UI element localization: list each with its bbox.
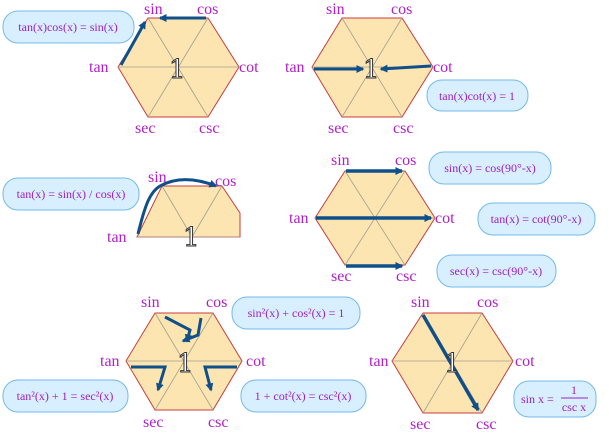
arrow-cos-sin-square xyxy=(181,317,203,343)
label-sec: sec xyxy=(331,268,351,285)
center-one: 1 xyxy=(363,55,380,85)
label-sin: sin xyxy=(411,294,430,311)
label-cos: cos xyxy=(477,294,498,311)
label-cos: cos xyxy=(395,152,416,169)
label-cot: cot xyxy=(246,353,266,370)
label-cot: cot xyxy=(239,59,259,76)
center-one: 1 xyxy=(169,55,186,85)
fraction-numerator: 1 xyxy=(571,383,577,397)
label-cos: cos xyxy=(215,173,236,190)
label-sin: sin xyxy=(141,294,160,311)
label-sec: sec xyxy=(328,120,348,137)
formula-box xyxy=(231,296,361,330)
center-one: 1 xyxy=(444,349,461,379)
label-sin: sin xyxy=(331,152,350,169)
formula-text: tan(x) = cot(90°-x) xyxy=(491,212,582,226)
arrow-cot-csc-square xyxy=(203,365,237,392)
label-sin: sin xyxy=(144,1,163,18)
label-csc: csc xyxy=(208,414,228,431)
label-csc: csc xyxy=(476,416,496,433)
diagram-1: 1 sin cos tan cot sec csc tan(x)cos(x) =… xyxy=(2,1,259,137)
center-one: 1 xyxy=(183,223,200,253)
formula-text: sin²(x) + cos²(x) = 1 xyxy=(248,306,345,320)
formula-text: tan(x)cos(x) = sin(x) xyxy=(18,20,117,34)
diagram-3: 1 sin cos tan tan(x) = sin(x) / cos(x) xyxy=(2,169,241,254)
label-tan: tan xyxy=(369,353,389,370)
label-tan: tan xyxy=(107,229,127,246)
fraction-denominator: csc x xyxy=(562,400,586,414)
diagram-2: 1 sin cos tan cot sec csc tan(x)cot(x) =… xyxy=(285,1,529,137)
formula-text: 1 + cot²(x) = csc²(x) xyxy=(255,389,352,403)
arrow-tan-to-sin xyxy=(119,20,147,66)
label-sec: sec xyxy=(143,414,163,431)
label-cos: cos xyxy=(197,1,218,18)
hexagon-5-spokes xyxy=(126,312,242,411)
label-tan: tan xyxy=(289,210,309,227)
label-tan: tan xyxy=(89,59,109,76)
formula-text: sin(x) = cos(90°-x) xyxy=(444,161,536,175)
formula-box xyxy=(240,379,367,413)
formula-box xyxy=(2,379,129,413)
label-csc: csc xyxy=(393,120,413,137)
label-sin: sin xyxy=(326,1,345,18)
arrow-sin-to-csc xyxy=(421,314,480,412)
formula-box xyxy=(426,79,529,112)
formula-text: tan(x) = sin(x) / cos(x) xyxy=(17,187,126,201)
label-csc: csc xyxy=(396,268,416,285)
formula-text: tan(x)cot(x) = 1 xyxy=(439,89,515,103)
formula-box xyxy=(513,380,597,418)
center-one: 1 xyxy=(177,349,194,379)
label-tan: tan xyxy=(285,59,305,76)
label-cot: cot xyxy=(433,59,453,76)
label-tan: tan xyxy=(100,353,120,370)
formula-text: sec(x) = csc(90°-x) xyxy=(450,264,542,278)
formula-box xyxy=(428,151,552,185)
diagram-4: sin cos tan cot sec csc sin(x) = cos(90°… xyxy=(289,151,596,288)
formula-box xyxy=(2,177,140,211)
label-sec: sec xyxy=(135,120,155,137)
diagram-5: 1 sin cos tan cot sec csc sin²(x) + cos²… xyxy=(2,294,367,431)
hexagon-1-spokes xyxy=(118,17,239,118)
label-cot: cot xyxy=(515,353,535,370)
arrow-tan-sec-square xyxy=(131,365,168,392)
label-sin: sin xyxy=(148,169,167,186)
formula-box xyxy=(477,202,596,236)
label-cot: cot xyxy=(435,210,455,227)
formula-text: tan²(x) + 1 = sec²(x) xyxy=(17,389,114,403)
label-sec: sec xyxy=(410,416,430,433)
diagram-6: 1 sin cos tan cot sec csc sin x = 1 csc … xyxy=(369,294,597,433)
label-cos: cos xyxy=(391,1,412,18)
arrow-tan-sin-cos xyxy=(136,178,218,235)
label-cos: cos xyxy=(206,294,227,311)
label-csc: csc xyxy=(199,120,219,137)
hexagon-3-spokes xyxy=(137,185,240,238)
formula-box xyxy=(436,254,557,288)
formula-lhs: sin x = xyxy=(521,392,554,406)
arrow-cot-to-center xyxy=(379,64,432,73)
formula-box xyxy=(2,10,135,44)
